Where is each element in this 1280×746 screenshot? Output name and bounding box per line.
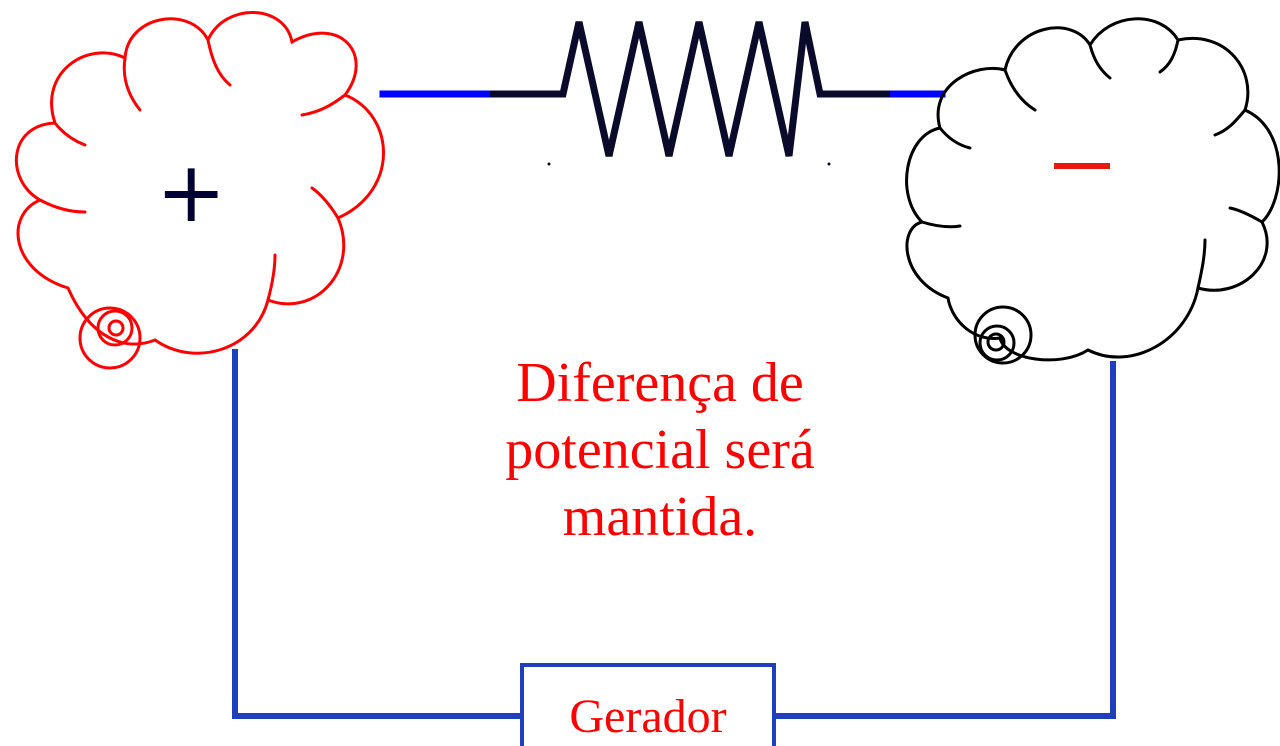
- positive-cloud-fold-3: [300, 93, 347, 117]
- potential-difference-caption: Diferença de potencial será mantida.: [430, 350, 890, 552]
- positive-coil-inner: [107, 319, 125, 337]
- circuit-wires: [232, 90, 1116, 719]
- negative-cloud-outline: [905, 17, 1280, 362]
- negative-cloud-fold-3: [1158, 38, 1180, 74]
- negative-coil-middle: [978, 324, 1016, 362]
- wire-left-vertical: [232, 349, 525, 719]
- resistor: [490, 21, 890, 166]
- caption-line-1: Diferença de: [516, 352, 804, 414]
- resistor-tick-right: [827, 162, 831, 166]
- caption-line-3: mantida.: [562, 486, 758, 549]
- positive-cloud-outline: [14, 11, 385, 355]
- negative-cloud-fold-6: [1196, 238, 1207, 290]
- caption-line-2: potencial será: [505, 419, 815, 482]
- positive-coil-outer: [78, 306, 142, 370]
- positive-cloud-fold-7: [53, 121, 87, 147]
- positive-cloud-fold-1: [122, 56, 142, 112]
- resistor-zigzag: [490, 21, 890, 157]
- negative-cloud-fold-5: [1228, 206, 1264, 224]
- negative-cloud-fold-8: [938, 126, 972, 150]
- wire-right-vertical: [775, 361, 1116, 719]
- negative-coil-inner: [986, 332, 1006, 352]
- negative-cloud-fold-4: [1213, 108, 1247, 137]
- negative-cloud-fold-2: [1088, 43, 1112, 80]
- negative-cloud-fold-1: [1003, 68, 1037, 112]
- generator-label: Gerador: [569, 690, 727, 743]
- positive-sign: +: [156, 143, 227, 241]
- positive-cloud-fold-2: [206, 38, 232, 87]
- negative-cloud-fold-7: [920, 220, 962, 229]
- positive-cloud-fold-5: [266, 253, 277, 302]
- positive-cloud-fold-4: [310, 186, 340, 220]
- positive-coil-middle: [96, 309, 134, 347]
- negative-coil-outer: [973, 305, 1033, 365]
- positive-body: [14, 11, 385, 370]
- positive-cloud-fold-6: [38, 198, 87, 214]
- negative-body: [905, 17, 1280, 365]
- resistor-tick-left: [547, 162, 551, 166]
- generator-box: Gerador: [520, 663, 776, 746]
